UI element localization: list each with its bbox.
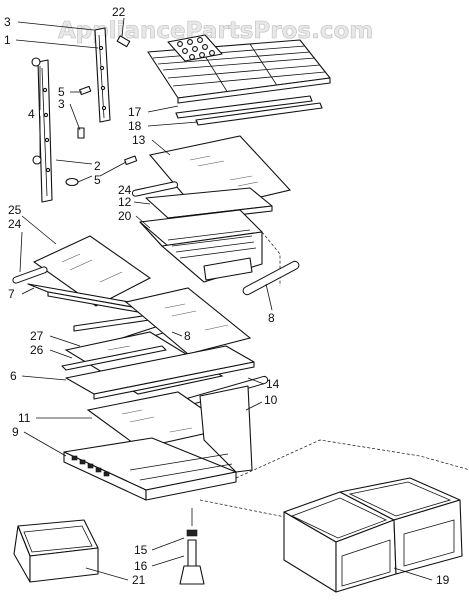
- callout-21: 21: [132, 573, 146, 587]
- callout-7: 7: [8, 287, 15, 301]
- part-wire-shelf: [147, 34, 331, 126]
- callout-16: 16: [134, 559, 148, 573]
- callout-24-upper: 24: [118, 183, 132, 197]
- callout-25: 25: [8, 203, 22, 217]
- leader-lines: [15, 17, 433, 581]
- part-crisper-drawers: [283, 477, 463, 593]
- part-dairy-bin: [13, 519, 99, 583]
- part-upright-rail-right: [94, 27, 111, 123]
- callout-13: 13: [132, 133, 146, 147]
- callout-5-lower: 5: [94, 173, 101, 187]
- callout-12: 12: [118, 195, 132, 209]
- callout-27: 27: [30, 329, 44, 343]
- callout-14: 14: [266, 377, 280, 391]
- part-glass-shelf-lower: [86, 391, 232, 449]
- callout-2: 2: [94, 159, 101, 173]
- callout-labels: 22 3 1 5 3 4 2 5 17 18 13 24 12 20 25 24…: [4, 5, 450, 587]
- part-ladder-rail-left: [31, 57, 53, 203]
- callout-1: 1: [4, 33, 11, 47]
- part-screws: [65, 35, 138, 187]
- callout-8-right: 8: [268, 311, 275, 325]
- watermark-text: AppliancePartsPros.com: [58, 18, 373, 44]
- callout-6: 6: [10, 369, 17, 383]
- callout-15: 15: [134, 543, 148, 557]
- callout-22: 22: [112, 5, 126, 19]
- callout-20: 20: [118, 209, 132, 223]
- part-crisper-cover: [63, 385, 469, 521]
- callout-3: 3: [4, 15, 11, 29]
- callout-9: 9: [12, 425, 19, 439]
- callout-10: 10: [264, 393, 278, 407]
- part-glass-shelf-center: [124, 287, 252, 355]
- callout-8-middle: 8: [184, 329, 191, 343]
- callout-4: 4: [28, 107, 35, 121]
- callout-17: 17: [128, 105, 142, 119]
- part-leveling-leg: [179, 508, 205, 585]
- callout-5: 5: [58, 85, 65, 99]
- callout-19: 19: [436, 573, 450, 587]
- part-meat-drawer: [139, 209, 281, 286]
- callout-18: 18: [128, 119, 142, 133]
- callout-3-lower: 3: [58, 97, 65, 111]
- callout-11: 11: [18, 411, 31, 425]
- callout-24-lower: 24: [8, 217, 22, 231]
- part-rod-right: [242, 260, 300, 296]
- part-glass-shelf-left: [32, 235, 152, 307]
- callout-26: 26: [30, 343, 44, 357]
